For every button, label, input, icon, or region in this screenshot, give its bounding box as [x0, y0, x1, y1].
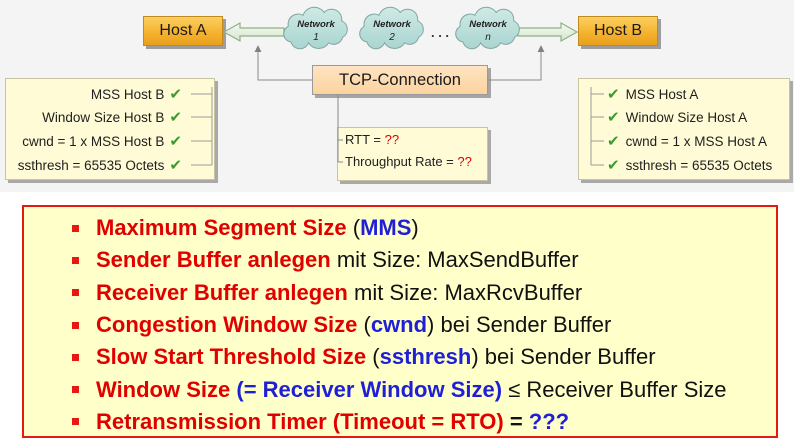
param-label: MSS Host A — [625, 86, 699, 102]
host-b-param-row: cwnd = 1 x MSS Host A — [607, 131, 767, 151]
host-a-param-row: MSS Host B — [6, 84, 182, 104]
host-a-param-row: Window Size Host B — [6, 107, 182, 127]
text: mit Size: MaxRcvBuffer — [347, 279, 583, 305]
abbreviation: ssthresh — [379, 344, 472, 370]
text: ) — [411, 215, 419, 241]
term: Maximum Segment Size — [96, 215, 347, 241]
square-bullet-icon — [72, 256, 79, 264]
param-label: cwnd = 1 x MSS Host B — [22, 133, 165, 149]
term: Receiver Buffer anlegen — [96, 279, 348, 305]
param-label: cwnd = 1 x MSS Host A — [625, 133, 768, 149]
list-item: Receiver Buffer anlegen mit Size: MaxRcv… — [72, 277, 727, 309]
host-b-param-row: Window Size Host A — [607, 107, 748, 127]
text: ) bei Sender Buffer — [471, 344, 656, 370]
check-icon — [169, 131, 182, 151]
host-b-param-row: MSS Host A — [607, 84, 699, 104]
settings-list: Maximum Segment Size (MMS) Sender Buffer… — [72, 212, 727, 438]
check-icon — [607, 131, 620, 151]
clarification: (= Receiver Window Size) — [230, 376, 503, 402]
rtt-row: RTT = ?? — [345, 130, 399, 150]
host-a-param-row: ssthresh = 65535 Octets — [6, 155, 182, 175]
settings-panel: Maximum Segment Size (MMS) Sender Buffer… — [22, 205, 778, 438]
list-item-text: Window Size (= Receiver Window Size) ≤ R… — [96, 377, 727, 403]
host-a-box: Host A — [143, 16, 223, 46]
square-bullet-icon — [72, 386, 79, 394]
text: ( — [346, 215, 361, 241]
host-a-label: Host A — [159, 22, 207, 39]
term: Slow Start Threshold Size — [96, 344, 367, 370]
term: Sender Buffer anlegen — [96, 247, 331, 273]
check-icon — [169, 155, 182, 175]
host-a-parameter-box: MSS Host B Window Size Host B cwnd = 1 x… — [5, 78, 215, 180]
check-icon — [607, 107, 620, 127]
text: ( — [357, 312, 371, 338]
check-icon — [169, 107, 182, 127]
square-bullet-icon — [72, 224, 79, 232]
param-label: ssthresh = 65535 Octets — [17, 157, 165, 173]
connection-metrics-box: RTT = ?? Throughput Rate = ?? — [337, 127, 488, 181]
list-item: Maximum Segment Size (MMS) — [72, 212, 727, 244]
host-a-param-row: cwnd = 1 x MSS Host B — [6, 131, 182, 151]
list-item-text: Receiver Buffer anlegen mit Size: MaxRcv… — [96, 280, 582, 306]
square-bullet-icon — [72, 289, 79, 297]
host-b-param-row: ssthresh = 65535 Octets — [607, 155, 773, 175]
host-b-label: Host B — [593, 22, 642, 39]
throughput-row: Throughput Rate = ?? — [345, 152, 472, 172]
check-icon — [607, 155, 620, 175]
rtt-value: ?? — [384, 132, 400, 147]
list-item: Congestion Window Size (cwnd) bei Sender… — [72, 309, 727, 341]
unknown-value: ??? — [528, 408, 570, 434]
throughput-label: Throughput Rate = — [345, 154, 458, 169]
list-item-text: Slow Start Threshold Size (ssthresh) bei… — [96, 344, 656, 370]
param-label: MSS Host B — [90, 86, 165, 102]
list-item: Retransmission Timer (Timeout = RTO) = ?… — [72, 406, 727, 438]
operator: = — [503, 408, 529, 434]
text: ( — [366, 344, 380, 370]
term: Congestion Window Size — [96, 312, 358, 338]
list-item-text: Congestion Window Size (cwnd) bei Sender… — [96, 312, 611, 338]
term: Window Size — [96, 376, 231, 402]
list-item-text: Maximum Segment Size (MMS) — [96, 215, 419, 241]
tcp-connection-label: TCP-Connection — [339, 70, 461, 89]
list-item: Slow Start Threshold Size (ssthresh) bei… — [72, 341, 727, 373]
square-bullet-icon — [72, 321, 79, 329]
param-label: Window Size Host A — [625, 109, 748, 125]
throughput-value: ?? — [457, 154, 472, 169]
list-item-text: Retransmission Timer (Timeout = RTO) = ?… — [96, 409, 569, 435]
term: Retransmission Timer (Timeout = RTO) — [96, 408, 504, 434]
rtt-label: RTT = — [345, 132, 385, 147]
list-item: Window Size (= Receiver Window Size) ≤ R… — [72, 373, 727, 405]
abbreviation: MMS — [360, 215, 412, 241]
param-label: ssthresh = 65535 Octets — [625, 157, 773, 173]
param-label: Window Size Host B — [42, 109, 165, 125]
tcp-connection-box: TCP-Connection — [312, 65, 488, 95]
text: mit Size: MaxSendBuffer — [330, 247, 579, 273]
host-b-parameter-box: MSS Host A Window Size Host A cwnd = 1 x… — [578, 78, 790, 180]
check-icon — [169, 84, 182, 104]
list-item: Sender Buffer anlegen mit Size: MaxSendB… — [72, 244, 727, 276]
text: ) bei Sender Buffer — [427, 312, 612, 338]
check-icon — [607, 84, 620, 104]
square-bullet-icon — [72, 418, 79, 426]
host-b-box: Host B — [578, 16, 658, 46]
text: ≤ Receiver Buffer Size — [502, 376, 727, 402]
list-item-text: Sender Buffer anlegen mit Size: MaxSendB… — [96, 247, 579, 273]
square-bullet-icon — [72, 353, 79, 361]
abbreviation: cwnd — [370, 312, 428, 338]
